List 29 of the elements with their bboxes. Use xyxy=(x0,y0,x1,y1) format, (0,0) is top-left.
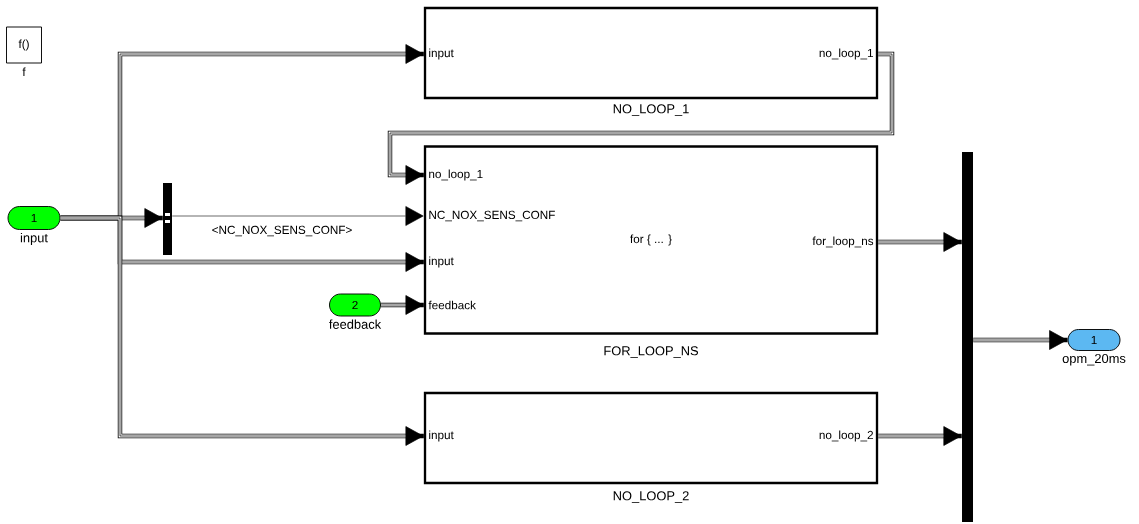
block-text: for { ... } xyxy=(630,234,672,246)
signal-arrow xyxy=(380,295,424,315)
block-title: NO_LOOP_2 xyxy=(613,491,689,503)
port-name: input xyxy=(20,232,48,245)
port-label: no_loop_2 xyxy=(819,430,873,442)
signal-arrow xyxy=(972,330,1068,350)
port-label: input xyxy=(429,256,454,268)
port-label: NC_NOX_SENS_CONF xyxy=(429,210,555,222)
port-name: opm_20ms xyxy=(1062,353,1126,366)
port-label: feedback xyxy=(428,300,476,310)
signal-arrow xyxy=(877,426,962,446)
block-name: f xyxy=(22,67,26,76)
port-pill: 2 xyxy=(329,293,381,317)
function-block: f() xyxy=(6,26,42,64)
port-label: input xyxy=(429,430,454,442)
port-label: input xyxy=(429,48,454,60)
edge-label: <NC_NOX_SENS_CONF> xyxy=(210,224,354,238)
block-title: FOR_LOOP_NS xyxy=(604,346,698,358)
port-pill: 1 xyxy=(1067,329,1121,351)
signal-arrow xyxy=(387,51,895,185)
port-label: no_loop_1 xyxy=(819,48,873,60)
signal-arrow xyxy=(171,206,424,226)
bus-bar xyxy=(163,183,172,255)
port-name: feedback xyxy=(329,319,382,329)
block-title: NO_LOOP_1 xyxy=(613,104,689,116)
port-label: for_loop_ns xyxy=(812,236,874,248)
signal-arrow xyxy=(877,232,962,252)
port-label: no_loop_1 xyxy=(429,169,483,181)
port-pill: 1 xyxy=(7,206,61,230)
